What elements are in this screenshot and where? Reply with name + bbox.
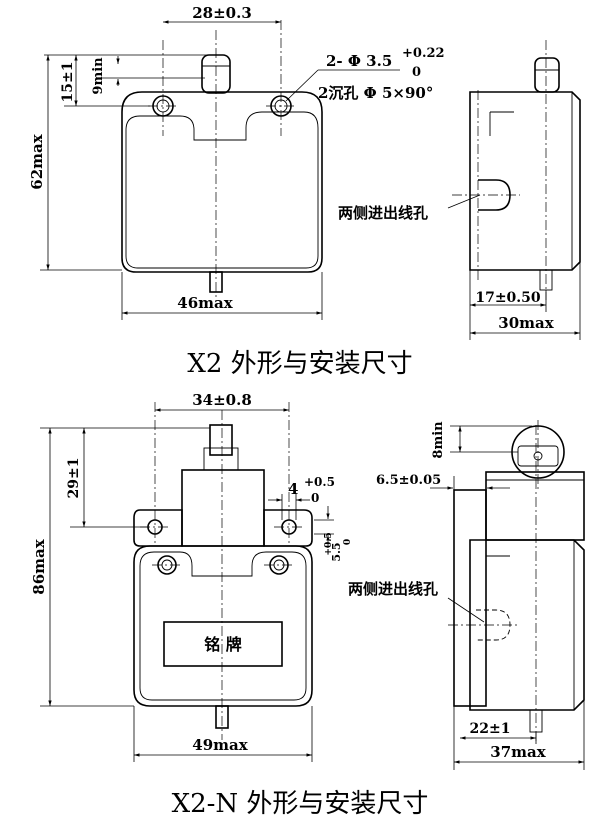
x2n-dim-slot-55-lower: 0 <box>343 539 353 545</box>
x2-dim-hole-spacing: 28±0.3 <box>192 4 252 22</box>
x2-side-view: 两侧进出线孔 17±0.50 30max <box>338 40 581 340</box>
x2-body <box>121 91 323 273</box>
x2n-side-view: 两侧进出线孔 8min 6.5±0.05 22±1 37max <box>348 420 585 770</box>
x2n-dim-height-86: 86max <box>30 538 48 594</box>
x2-caption: X2 外形与安装尺寸 <box>187 349 412 379</box>
x2n-mount-ear <box>133 509 183 547</box>
x2-dim-width-46: 46max <box>177 294 233 312</box>
x2n-front-view: 铭 牌 34±0.8 29±1 86max 49max 4 + <box>30 391 353 762</box>
x2-dim-height-15: 15±1 <box>60 62 76 103</box>
x2n-dim-hole-spacing: 34±0.8 <box>192 391 252 409</box>
x2n-dim-width-49: 49max <box>192 736 248 754</box>
x2-front-view: 28±0.3 15±1 9min 62max 46max 2- Φ 3.5 +0… <box>28 4 445 320</box>
x2-side-note: 两侧进出线孔 <box>338 204 428 222</box>
x2n-dim-slot-4-lower: 0 <box>311 491 319 505</box>
x2n-side-note: 两侧进出线孔 <box>348 580 438 598</box>
x2n-side-head <box>485 471 585 541</box>
x2-dim-side-30: 30max <box>498 314 554 332</box>
x2n-dim-min-8: 8min <box>431 421 446 459</box>
x2n-dim-height-29: 29±1 <box>66 458 82 499</box>
x2n-dim-side-65: 6.5±0.05 <box>376 473 441 488</box>
x2-hole-spec-2: 2沉孔 Φ 5×90° <box>318 84 433 102</box>
x2n-dim-slot-55-upper: +0.5 <box>324 532 334 555</box>
x2n-caption: X2-N 外形与安装尺寸 <box>172 789 429 819</box>
x2n-dim-slot-4: 4 <box>288 480 298 498</box>
x2n-nameplate-label: 铭 牌 <box>204 635 242 654</box>
x2n-dim-slot-55: 5.5 <box>330 542 343 561</box>
x2n-nameplate <box>163 621 283 667</box>
x2-hole-tol-upper: +0.22 <box>402 46 445 61</box>
x2-side-body <box>469 91 581 271</box>
x2n-body <box>133 545 313 707</box>
x2n-dim-slot-4-upper: +0.5 <box>304 475 335 489</box>
x2n-dim-side-37: 37max <box>490 743 546 761</box>
x2n-plunger <box>209 424 233 456</box>
x2-hole-tol-lower: 0 <box>412 65 421 80</box>
x2-hole-spec-1: 2- Φ 3.5 <box>326 52 392 70</box>
x2-dim-side-17: 17±0.50 <box>475 290 541 306</box>
x2-dim-height-62: 62max <box>28 133 46 189</box>
x2-side-plunger <box>534 57 560 93</box>
x2n-head <box>181 469 265 547</box>
x2n-dim-side-22: 22±1 <box>470 721 511 737</box>
x2-dim-min-9: 9min <box>91 57 106 95</box>
